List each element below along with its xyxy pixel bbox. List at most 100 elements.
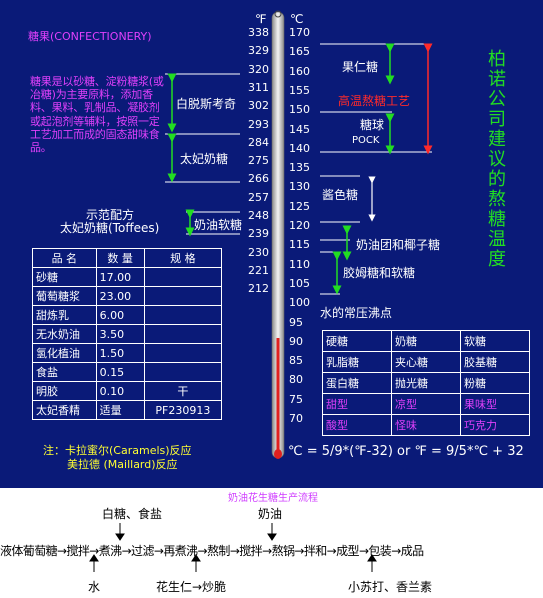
range-arrows bbox=[165, 43, 433, 295]
label-taifei: 太妃奶糖 bbox=[180, 152, 229, 166]
fahrenheit-tick: 257 bbox=[248, 190, 269, 204]
ingredients-cell: 食盐 bbox=[32, 362, 97, 382]
ingredients-cell bbox=[143, 362, 223, 382]
ingredients-cell bbox=[143, 324, 223, 344]
ingredients-cell: 17.00 bbox=[95, 267, 145, 287]
flow-above-butter: 奶油 bbox=[258, 507, 283, 521]
fahrenheit-tick: 320 bbox=[248, 62, 269, 76]
categories-row: 蛋白糖抛光糖粉糖 bbox=[322, 372, 530, 394]
note-text: 注：卡拉蜜尔(Caramels)反应 美拉德 (Maillard)反应 bbox=[43, 444, 192, 472]
categories-row: 乳脂糖夹心糖胶基糖 bbox=[322, 351, 530, 373]
label-baitosi: 白脱斯考奇 bbox=[176, 97, 237, 111]
categories-cell: 硬糖 bbox=[322, 330, 392, 352]
flow-below-soda: 小苏打、香兰素 bbox=[348, 580, 433, 594]
ingredients-cell: 砂糖 bbox=[32, 267, 97, 287]
celsius-tick: 80 bbox=[289, 373, 303, 387]
flow-arrow-icon: → bbox=[391, 544, 401, 558]
flow-above-sugar: 白糖、食盐 bbox=[102, 507, 163, 521]
flow-step: 过滤 bbox=[131, 544, 154, 558]
thermometer bbox=[271, 10, 285, 459]
ingredients-cell: 0.15 bbox=[95, 362, 145, 382]
celsius-tick: 110 bbox=[289, 257, 310, 271]
categories-cell: 凉型 bbox=[391, 393, 461, 415]
flow-arrow-icon: → bbox=[229, 544, 240, 558]
label-pock: POCK bbox=[350, 135, 382, 146]
ingredients-cell: 甜炼乳 bbox=[32, 305, 97, 325]
demo-line1: 示范配方 bbox=[86, 208, 135, 222]
flow-arrow-icon: → bbox=[326, 544, 337, 558]
fahrenheit-tick: 239 bbox=[248, 227, 269, 241]
flow-arrow-icon: → bbox=[358, 544, 369, 558]
ingredients-cell: 23.00 bbox=[95, 286, 145, 306]
ingredients-cell: 1.50 bbox=[95, 343, 145, 363]
categories-cell: 甜型 bbox=[322, 393, 392, 415]
categories-cell: 奶糖 bbox=[391, 330, 461, 352]
ingredients-header-row: 品 名数 量规 格 bbox=[32, 248, 223, 268]
flow-step: 再煮沸 bbox=[163, 544, 198, 558]
demo-line2: 太妃奶糖(Toffees) bbox=[60, 221, 160, 235]
note-line1: 注：卡拉蜜尔(Caramels)反应 bbox=[43, 444, 192, 457]
fahrenheit-tick: 266 bbox=[248, 172, 269, 186]
flow-step: 包装 bbox=[368, 544, 392, 558]
categories-cell: 胶基糖 bbox=[460, 351, 530, 373]
label-guoren: 果仁糖 bbox=[342, 60, 379, 74]
categories-cell: 巧克力 bbox=[460, 414, 530, 436]
celsius-tick: 95 bbox=[289, 315, 303, 329]
flow-step: 成型 bbox=[336, 544, 359, 558]
flow-steps: 液体葡萄糖→搅拌→煮沸→过滤→再煮沸→熬制→搅拌→熬锅→拌和→成型→包装→成品 bbox=[0, 542, 424, 559]
flow-arrows bbox=[89, 523, 377, 572]
fahrenheit-tick: 221 bbox=[248, 263, 269, 277]
label-gaowen: 高温熬糖工艺 bbox=[338, 94, 411, 108]
flow-below-water: 水 bbox=[88, 580, 101, 594]
flow-step: 熬制 bbox=[207, 544, 230, 558]
label-tangqiu: 糖球 bbox=[360, 118, 385, 132]
celsius-tick: 155 bbox=[289, 83, 310, 97]
ingredients-cell bbox=[143, 267, 223, 287]
categories-cell: 乳脂糖 bbox=[322, 351, 392, 373]
label-naiyou-tuan: 奶油团和椰子糖 bbox=[356, 238, 441, 252]
fahrenheit-tick: 329 bbox=[248, 44, 269, 58]
slide-title: 糖果(CONFECTIONERY) bbox=[28, 30, 152, 43]
flow-arrow-icon: → bbox=[153, 544, 164, 558]
ingredients-cell: 规 格 bbox=[143, 248, 223, 268]
fahrenheit-tick: 212 bbox=[248, 282, 269, 296]
categories-cell: 抛光糖 bbox=[391, 372, 461, 394]
fahrenheit-tick: 311 bbox=[248, 80, 269, 94]
celsius-unit: ℃ bbox=[290, 12, 304, 26]
ingredients-cell bbox=[143, 305, 223, 325]
flow-arrow-icon: → bbox=[121, 544, 132, 558]
ingredients-cell bbox=[143, 286, 223, 306]
celsius-tick: 135 bbox=[289, 161, 310, 175]
flow-step: 液体葡萄糖 bbox=[0, 544, 58, 558]
label-jiaomu: 胶姆糖和软糖 bbox=[343, 266, 416, 280]
categories-cell: 果味型 bbox=[460, 393, 530, 415]
celsius-tick: 165 bbox=[289, 45, 310, 59]
fahrenheit-tick: 275 bbox=[248, 154, 269, 168]
ingredients-cell: 葡萄糖浆 bbox=[32, 286, 97, 306]
celsius-tick: 120 bbox=[289, 219, 310, 232]
fahrenheit-tick: 230 bbox=[248, 245, 269, 259]
categories-cell: 夹心糖 bbox=[391, 351, 461, 373]
categories-cell: 酸型 bbox=[322, 414, 392, 436]
ingredients-cell: 太妃香精 bbox=[32, 400, 97, 420]
fahrenheit-unit: ℉ bbox=[255, 12, 267, 26]
flow-step: 成品 bbox=[400, 544, 424, 558]
celsius-tick: 125 bbox=[289, 199, 310, 213]
flow-step: 拌和 bbox=[303, 544, 327, 558]
formula-text: ℃ = 5/9*(℉-32) or ℉ = 9/5*℃ + 32 bbox=[288, 444, 524, 459]
ingredients-cell: 氢化植油 bbox=[32, 343, 97, 363]
celsius-tick: 145 bbox=[289, 122, 310, 136]
note-line2: 美拉德 (Maillard)反应 bbox=[67, 458, 178, 471]
celsius-tick: 140 bbox=[289, 141, 310, 155]
ingredients-cell bbox=[143, 343, 223, 363]
celsius-tick: 150 bbox=[289, 103, 310, 117]
categories-cell: 怪味 bbox=[391, 414, 461, 436]
flow-step: 熬锅 bbox=[271, 544, 295, 558]
